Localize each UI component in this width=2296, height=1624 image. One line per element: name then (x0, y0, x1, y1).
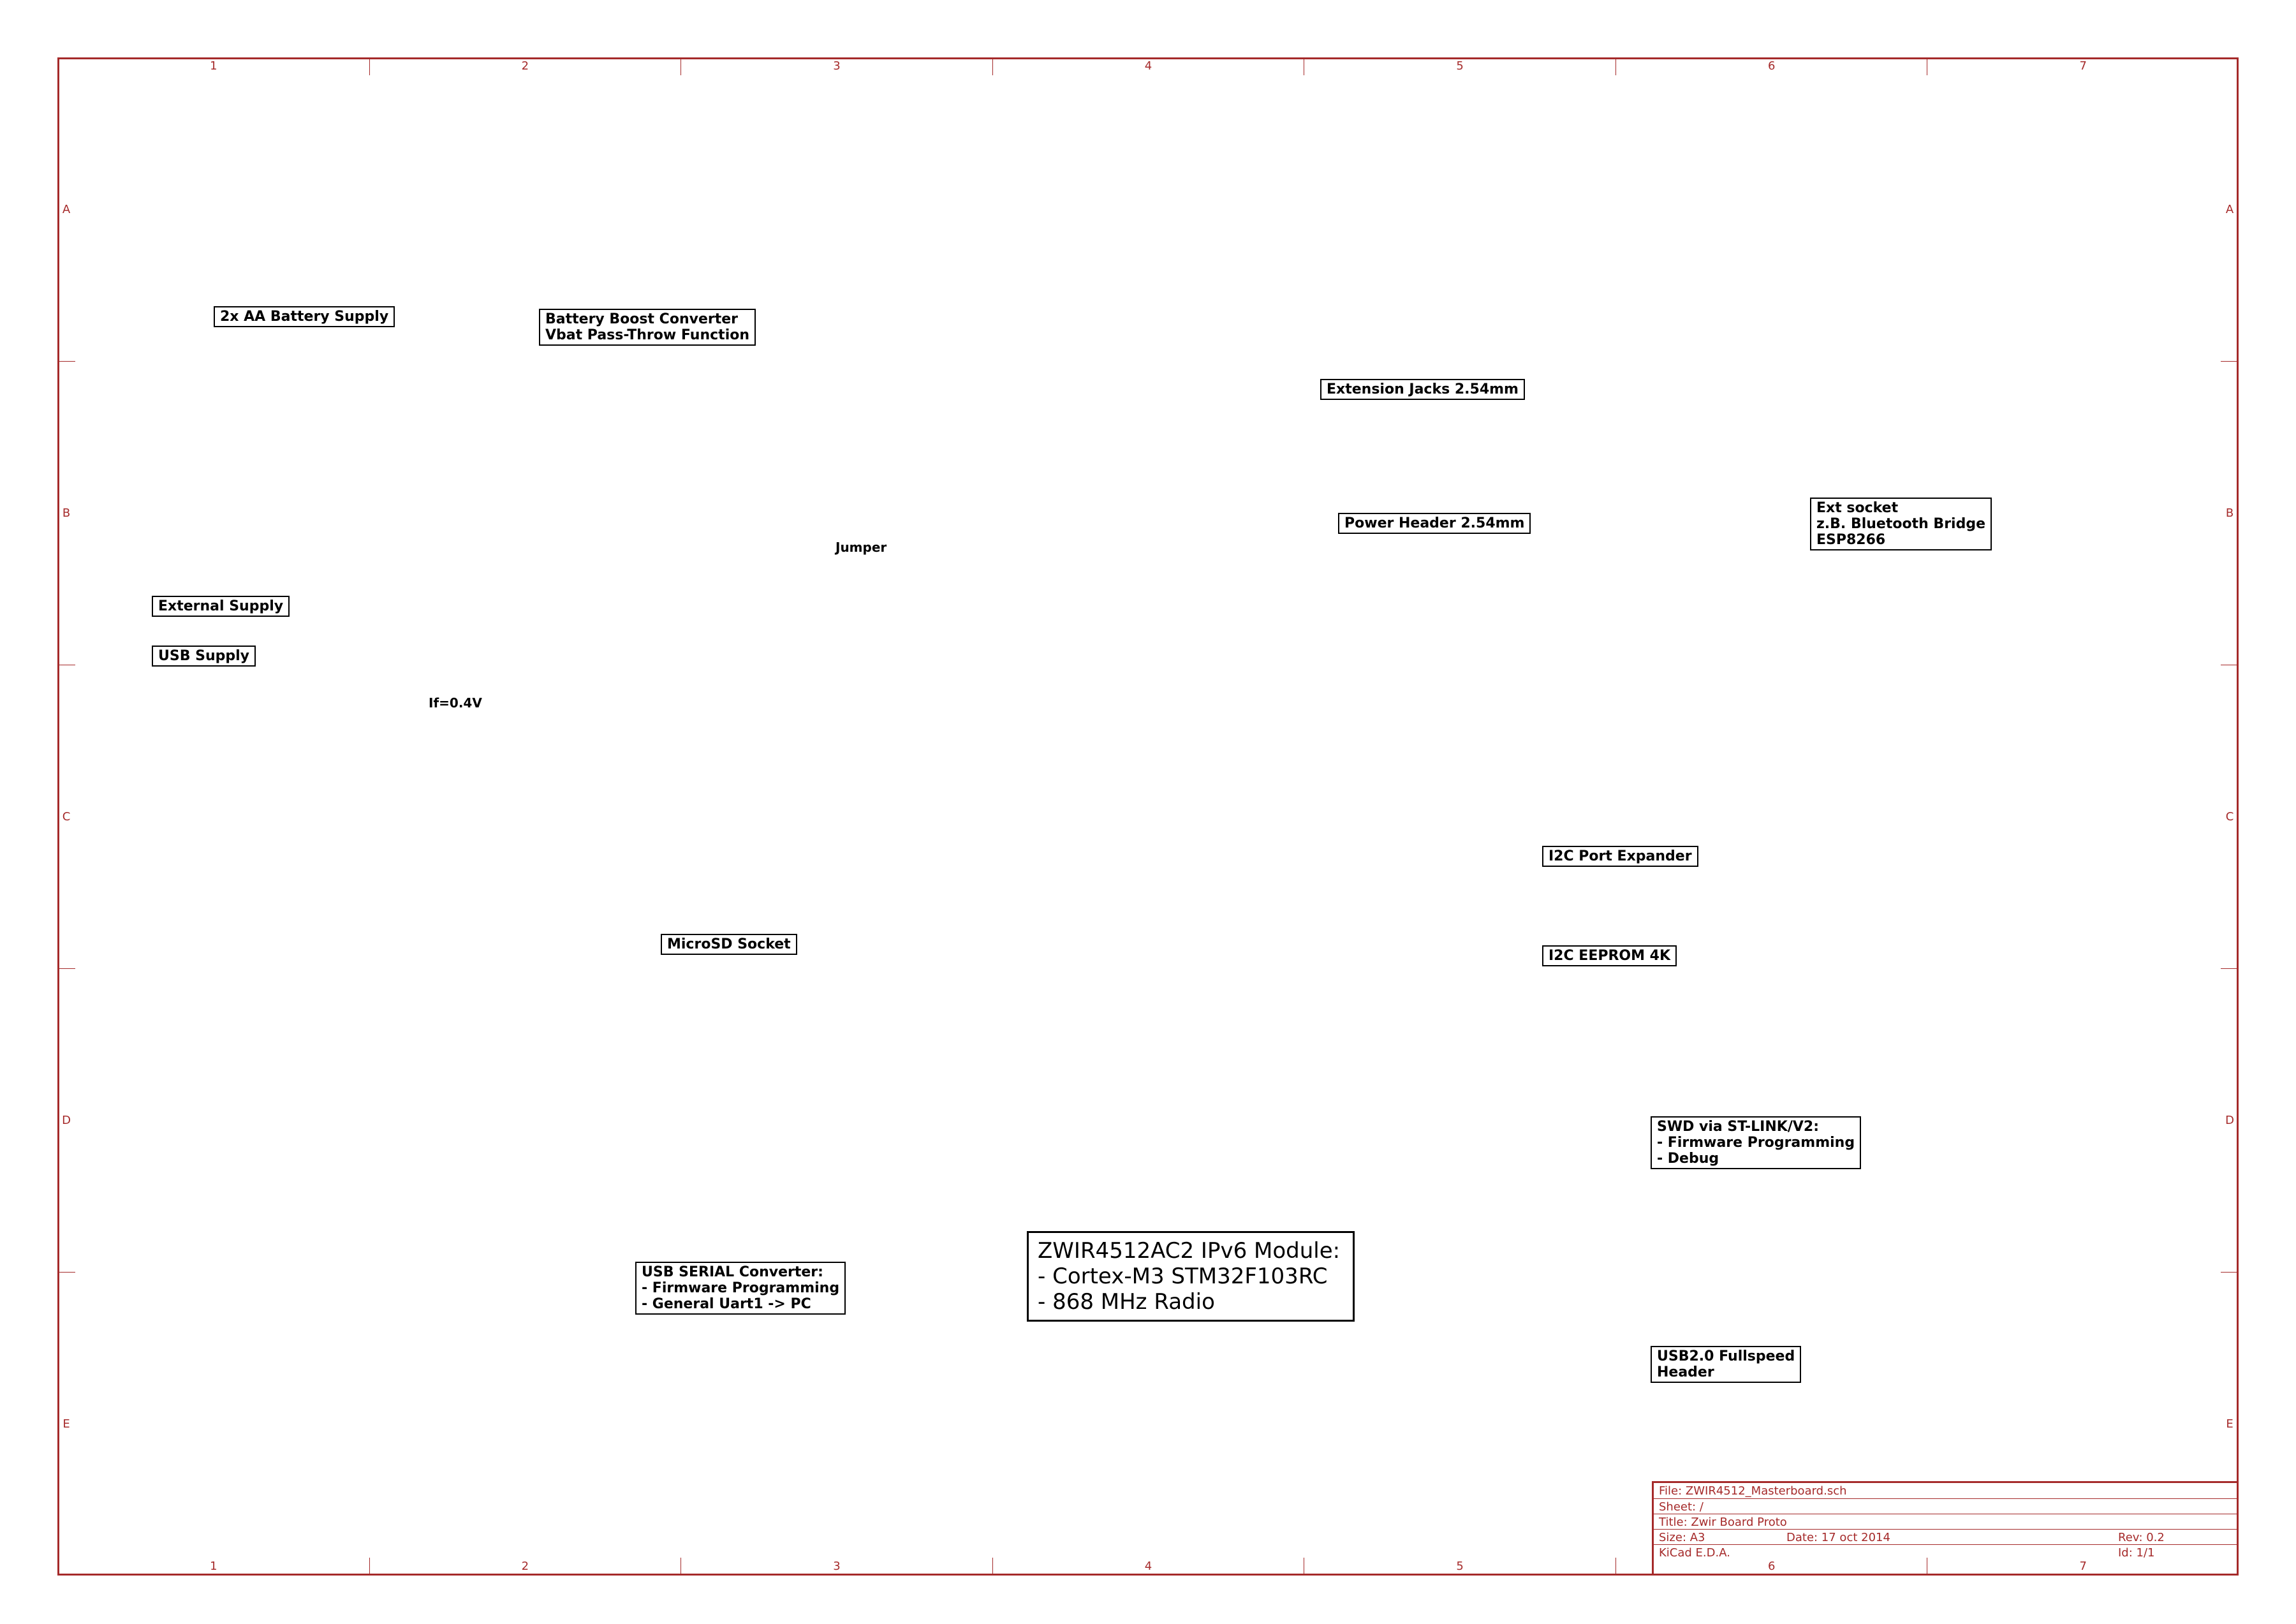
zone-col-label: 2 (369, 1558, 681, 1576)
title-block-title: Title: Zwir Board Proto (1659, 1515, 1787, 1529)
zone-col-label: 4 (992, 57, 1304, 75)
module-title-line: - 868 MHz Radio (1038, 1289, 1215, 1315)
module-title-line: ZWIR4512AC2 IPv6 Module: (1038, 1238, 1341, 1264)
zone-row-label: D (2221, 968, 2239, 1272)
zone-col-label: 3 (681, 57, 992, 75)
title-block-tool: KiCad E.D.A. (1659, 1546, 1730, 1560)
extension-jacks-heading: Extension Jacks 2.54mm (1320, 379, 1525, 400)
zone-row-label: B (2221, 361, 2239, 665)
title-block-row: Sheet: / (1654, 1498, 2237, 1514)
zone-col-label: 4 (992, 1558, 1304, 1576)
zone-col-label: 1 (57, 1558, 369, 1576)
i2c-port-expander-heading: I2C Port Expander (1542, 846, 1698, 867)
zone-col-label: 7 (1927, 57, 2239, 75)
zone-col-label: 5 (1304, 1558, 1615, 1576)
zone-ruler-bottom: 1 2 3 4 5 6 7 (57, 1558, 2239, 1576)
zone-col-label: 6 (1615, 1558, 1927, 1576)
power-header-heading: Power Header 2.54mm (1338, 513, 1531, 534)
zone-row-label: C (2221, 665, 2239, 968)
usb-supply-heading: USB Supply (152, 646, 256, 667)
battery-supply-heading: 2x AA Battery Supply (214, 306, 395, 327)
title-block-row: Title: Zwir Board Proto (1654, 1514, 2237, 1530)
zone-col-label: 3 (681, 1558, 992, 1576)
title-block-row: Size: A3 Date: 17 oct 2014 Rev: 0.2 (1654, 1529, 2237, 1545)
ext-socket-heading-line: z.B. Bluetooth Bridge (1816, 516, 1985, 532)
usb-header-heading-line: Header (1657, 1364, 1714, 1380)
usb-serial-heading: USB SERIAL Converter:- Firmware Programm… (635, 1262, 846, 1315)
title-block-file: File: ZWIR4512_Masterboard.sch (1659, 1484, 1847, 1498)
title-block-sheet: Sheet: / (1659, 1500, 1704, 1514)
microsd-socket-heading: MicroSD Socket (661, 934, 797, 955)
diode-drop-note: If=0.4V (429, 695, 482, 711)
swd-heading-line: SWD via ST-LINK/V2: (1657, 1119, 1819, 1135)
title-block-rev: Rev: 0.2 (2118, 1530, 2165, 1544)
zone-row-label: D (57, 968, 75, 1272)
module-title-box: ZWIR4512AC2 IPv6 Module: - Cortex-M3 STM… (1027, 1231, 1355, 1322)
swd-heading: SWD via ST-LINK/V2:- Firmware Programmin… (1651, 1116, 1862, 1169)
i2c-eeprom-heading: I2C EEPROM 4K (1542, 945, 1677, 966)
zone-ruler-top: 1 2 3 4 5 6 7 (57, 57, 2239, 75)
swd-heading-line: - Debug (1657, 1151, 1719, 1167)
external-supply-heading: External Supply (152, 596, 290, 617)
title-block-row: KiCad E.D.A. Id: 1/1 (1654, 1544, 2237, 1560)
zone-col-label: 2 (369, 57, 681, 75)
zone-col-label: 6 (1615, 57, 1927, 75)
swd-heading-line: - Firmware Programming (1657, 1135, 1855, 1151)
ext-socket-heading-line: ESP8266 (1816, 532, 1886, 548)
title-block: File: ZWIR4512_Masterboard.sch Sheet: / … (1652, 1481, 2239, 1576)
title-block-size: Size: A3 (1659, 1530, 1705, 1544)
zone-row-label: A (2221, 57, 2239, 361)
boost-converter-heading-line: Battery Boost Converter (545, 311, 739, 327)
zone-col-label: 5 (1304, 57, 1615, 75)
usb-serial-heading-line: USB SERIAL Converter: (642, 1264, 823, 1280)
zone-row-label: A (57, 57, 75, 361)
drawing-frame (57, 57, 2239, 1576)
title-block-id: Id: 1/1 (2118, 1546, 2155, 1560)
zone-ruler-right: A B C D E (2221, 57, 2239, 1576)
usb-serial-heading-line: - Firmware Programming (642, 1280, 840, 1296)
title-block-date: Date: 17 oct 2014 (1786, 1530, 1890, 1544)
usb-serial-heading-line: - General Uart1 -> PC (642, 1296, 811, 1312)
boost-converter-heading-line: Vbat Pass-Throw Function (545, 327, 750, 343)
title-block-row: File: ZWIR4512_Masterboard.sch (1654, 1483, 2237, 1498)
module-title-line: - Cortex-M3 STM32F103RC (1038, 1264, 1328, 1289)
zone-row-label: B (57, 361, 75, 665)
zone-col-label: 1 (57, 57, 369, 75)
zone-row-label: E (2221, 1272, 2239, 1576)
usb-header-heading-line: USB2.0 Fullspeed (1657, 1348, 1795, 1364)
jumper-label: Jumper (835, 540, 887, 555)
zone-row-label: C (57, 665, 75, 968)
zone-col-label: 7 (1927, 1558, 2239, 1576)
zone-row-label: E (57, 1272, 75, 1576)
ext-socket-heading-line: Ext socket (1816, 500, 1899, 516)
zone-ruler-left: A B C D E (57, 57, 75, 1576)
